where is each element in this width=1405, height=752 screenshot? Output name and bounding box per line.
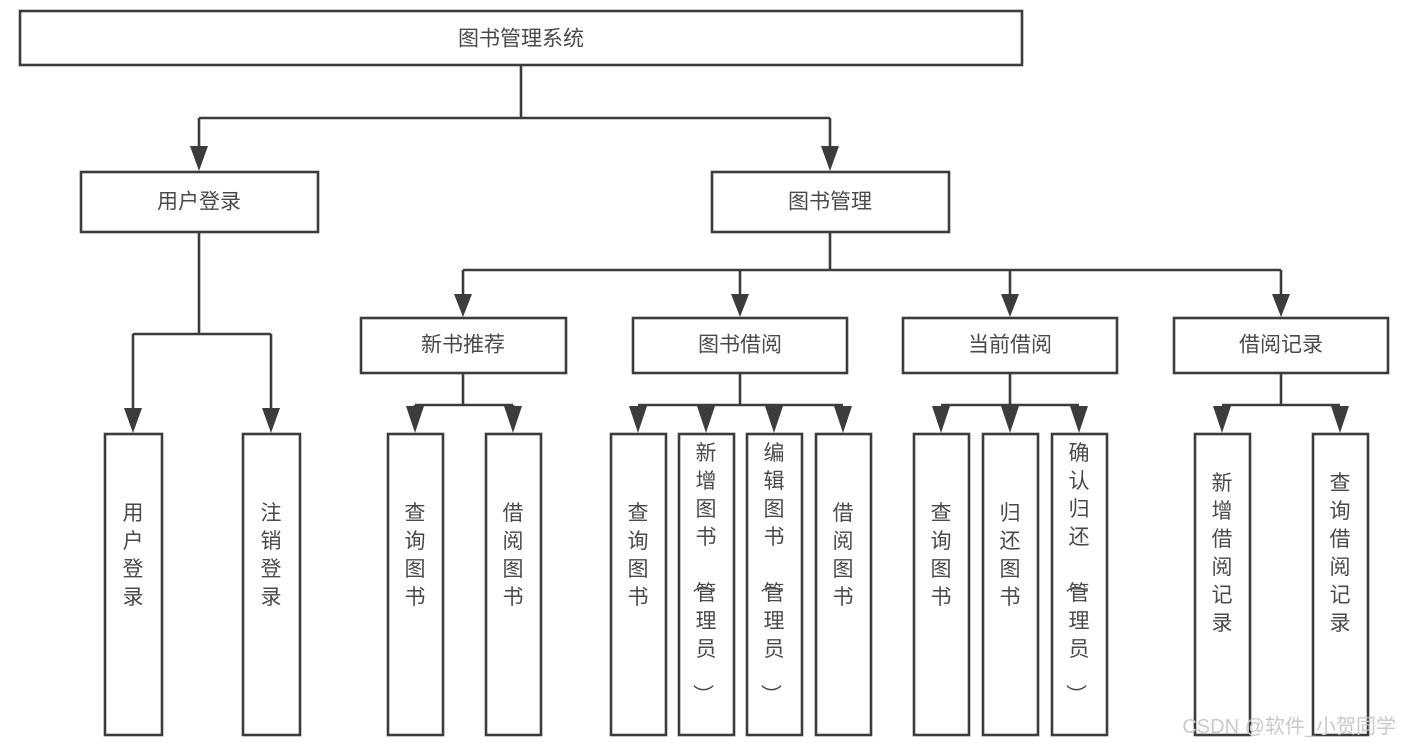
node-user-login-box[interactable] [79,170,320,234]
arrow-head-leaf-edit-book [765,406,783,433]
arrow-head-book-borrow [731,294,749,317]
leaf-layer: 用户登录 注销登录 查询图书 借阅图书 查询图书 新增图书（管理员） [103,432,1370,737]
node-borrow-record-label: 借阅记录 [1239,334,1323,357]
node-leaf-query-record-box[interactable] [1311,432,1370,737]
node-leaf-query-book-3[interactable]: 查询图书 [912,432,971,737]
arrow-head-leaf-query-record [1331,406,1349,433]
node-current-borrow[interactable]: 当前借阅 [901,316,1119,375]
node-leaf-edit-book[interactable]: 编辑图书（管理员） [745,432,804,737]
node-root[interactable]: 图书管理系统 [18,9,1024,67]
node-leaf-borrow-book-1[interactable]: 借阅图书 [484,432,543,737]
node-book-manage-label: 图书管理 [788,191,872,214]
node-leaf-query-record[interactable]: 查询借阅记录 [1311,432,1370,737]
node-leaf-confirm-return-box[interactable] [1050,432,1109,737]
node-leaf-add-book[interactable]: 新增图书（管理员） [677,432,736,737]
arrow-head-borrow-record [1272,294,1290,317]
node-leaf-return-book-label: 归还图书 [1000,502,1021,609]
arrow-head-leaf-return-book [1001,406,1019,433]
node-user-login[interactable]: 用户登录 [79,170,320,234]
node-current-borrow-label: 当前借阅 [968,334,1052,357]
arrow-head-leaf-add-book [697,406,715,433]
node-book-manage-box[interactable] [710,170,951,234]
node-leaf-borrow-book-1-box[interactable] [484,432,543,737]
node-leaf-query-book-3-box[interactable] [912,432,971,737]
node-new-book-rec-label: 新书推荐 [421,334,505,357]
arrow-head-user-login [190,146,208,171]
arrow-head-current-borrow [1001,294,1019,317]
connector-layer [124,65,1349,433]
node-leaf-logout[interactable]: 注销登录 [241,432,302,737]
node-leaf-confirm-return-label: 确认归还（管理员） [1064,442,1090,705]
node-leaf-add-record-label: 新增借阅记录 [1212,472,1233,635]
node-leaf-query-book-3-label: 查询图书 [931,502,952,609]
node-new-book-rec[interactable]: 新书推荐 [359,316,568,375]
node-leaf-query-book-1[interactable]: 查询图书 [386,432,445,737]
node-leaf-edit-book-label: 编辑图书（管理员） [759,442,785,705]
node-root-label: 图书管理系统 [458,28,584,51]
node-leaf-query-book-2-label: 查询图书 [628,502,649,609]
csdn-watermark: CSDN @软件_小贺同学 [1182,715,1396,738]
node-leaf-borrow-book-2-label: 借阅图书 [833,502,854,609]
node-leaf-borrow-book-2[interactable]: 借阅图书 [814,432,873,737]
node-leaf-query-record-label: 查询借阅记录 [1330,472,1351,635]
node-leaf-borrow-book-2-box[interactable] [814,432,873,737]
arrow-head-leaf-confirm-return [1070,406,1088,433]
node-new-book-rec-box[interactable] [359,316,568,375]
node-leaf-confirm-return[interactable]: 确认归还（管理员） [1050,432,1109,737]
node-leaf-add-book-label: 新增图书（管理员） [691,442,717,705]
node-leaf-query-book-1-box[interactable] [386,432,445,737]
node-leaf-logout-box[interactable] [241,432,302,737]
node-leaf-user-login-box[interactable] [103,432,164,737]
node-book-manage[interactable]: 图书管理 [710,170,951,234]
arrow-head-leaf-add-record [1213,406,1231,433]
node-root-box[interactable] [18,9,1024,67]
arrow-head-leaf-borrow-book-2 [834,406,852,433]
node-leaf-return-book-box[interactable] [981,432,1040,737]
node-leaf-query-book-2-box[interactable] [609,432,668,737]
arrow-head-book-manage [821,146,839,171]
arrow-head-leaf-query-book-2 [629,406,647,433]
node-book-borrow-box[interactable] [631,316,849,375]
node-book-borrow[interactable]: 图书借阅 [631,316,849,375]
node-user-login-label: 用户登录 [157,191,241,214]
arrow-head-leaf-query-book-3 [932,406,950,433]
node-leaf-user-login-label: 用户登录 [123,502,144,609]
node-leaf-query-book-2[interactable]: 查询图书 [609,432,668,737]
node-book-borrow-label: 图书借阅 [698,334,782,357]
arrow-head-new-book-rec [454,294,472,317]
node-leaf-add-record-box[interactable] [1193,432,1252,737]
arrow-head-leaf-logout [262,408,280,433]
node-borrow-record[interactable]: 借阅记录 [1172,316,1390,375]
arrow-head-leaf-user-login [124,408,142,433]
node-leaf-add-book-box[interactable] [677,432,736,737]
node-borrow-record-box[interactable] [1172,316,1390,375]
node-leaf-query-book-1-label: 查询图书 [405,502,426,609]
node-leaf-borrow-book-1-label: 借阅图书 [503,502,524,609]
arrow-head-leaf-borrow-book-1 [504,406,522,433]
node-current-borrow-box[interactable] [901,316,1119,375]
node-leaf-add-record[interactable]: 新增借阅记录 [1193,432,1252,737]
arrow-head-leaf-query-book-1 [406,406,424,433]
node-leaf-return-book[interactable]: 归还图书 [981,432,1040,737]
node-leaf-user-login[interactable]: 用户登录 [103,432,164,737]
node-leaf-edit-book-box[interactable] [745,432,804,737]
node-leaf-logout-label: 注销登录 [261,502,282,609]
